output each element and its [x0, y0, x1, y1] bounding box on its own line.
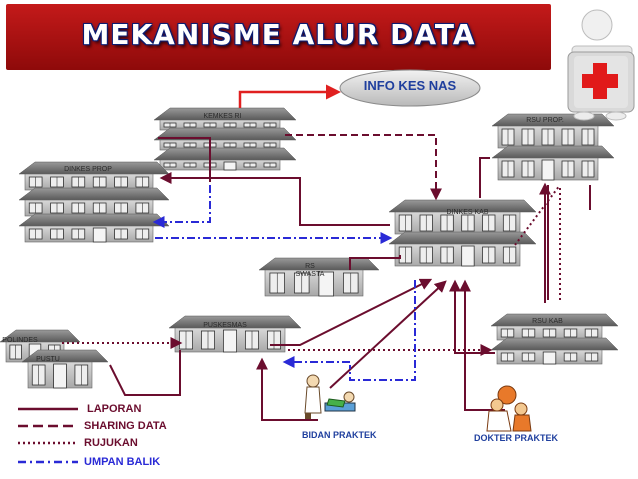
laporan-dokter-to-dinkeskab — [459, 279, 505, 411]
node-label-polindes: POLINDES — [2, 337, 38, 344]
caption-dokter-praktek: DOKTER PRAKTEK — [474, 433, 559, 443]
laporan-pustu-to-puskesmas — [109, 350, 181, 396]
kemkes-to-infokesnas-arrow — [238, 84, 341, 108]
legend-rujukan-label: RUJUKAN — [84, 437, 138, 449]
midwife-icon — [304, 374, 356, 419]
first-aid-figure-icon — [567, 9, 635, 121]
legend-laporan-label: LAPORAN — [87, 403, 142, 415]
doctor-icon — [486, 385, 532, 432]
laporan-rsukab-to-dinkeskab — [449, 279, 495, 354]
laporan-puskesmas-to-dinkeskab — [270, 278, 433, 346]
page-title: MEKANISME ALUR DATA — [81, 18, 476, 51]
node-label-dinkes-kab: DINKES KAB — [446, 209, 489, 216]
laporan-dinkeskab-to-dinkesprop — [159, 172, 390, 226]
building-rsu-prop — [491, 113, 615, 181]
legend-sharing-label: SHARING DATA — [84, 420, 167, 432]
info-kes-nas-oval — [339, 69, 481, 107]
node-label-puskesmas: PUSKESMAS — [203, 322, 247, 329]
building-puskesmas — [168, 315, 302, 353]
rujukan-dinkeskab-to-rsuprop — [514, 184, 561, 246]
laporan-bidan-to-puskesmas — [256, 357, 318, 421]
buildings-layer — [0, 107, 619, 389]
laporan-bidan-to-dinkeskab — [329, 280, 447, 389]
building-rsu-kab — [490, 313, 619, 365]
caption-bidan-praktek: BIDAN PRAKTEK — [302, 430, 377, 440]
building-pustu — [21, 349, 109, 389]
laporan-rsswasta-to-dinkeskab — [349, 255, 401, 270]
node-label-pustu: PUSTU — [36, 356, 60, 363]
node-label-rsu-prop: RSU PROP. — [526, 117, 564, 124]
umpanbalik-kemkes-to-dinkesprop — [152, 185, 211, 228]
sharing-kemkes-to-dinkeskab — [285, 134, 442, 201]
node-label-kemkes: KEMKES RI — [203, 113, 242, 120]
laporan-rsuprop-to-dinkeskab — [479, 157, 490, 198]
info-kes-nas-label: INFO KES NAS — [363, 78, 457, 93]
building-kemkes — [153, 107, 297, 171]
building-dinkes-kab — [388, 199, 537, 267]
title-bar: MEKANISME ALUR DATA — [6, 4, 551, 70]
node-label-rsu-kab: RSU KAB — [532, 318, 563, 325]
legend-umpanbalik-label: UMPAN BALIK — [84, 456, 161, 468]
laporan-dinkesprop-to-kemkes — [158, 137, 211, 182]
building-dinkes-prop — [18, 161, 170, 243]
node-label-rs-swasta: RS SWASTA — [295, 263, 325, 278]
umpanbalik-dinkeskab-to-puskesmas — [349, 280, 416, 381]
node-label-dinkes-prop: DINKES PROP — [64, 166, 112, 173]
